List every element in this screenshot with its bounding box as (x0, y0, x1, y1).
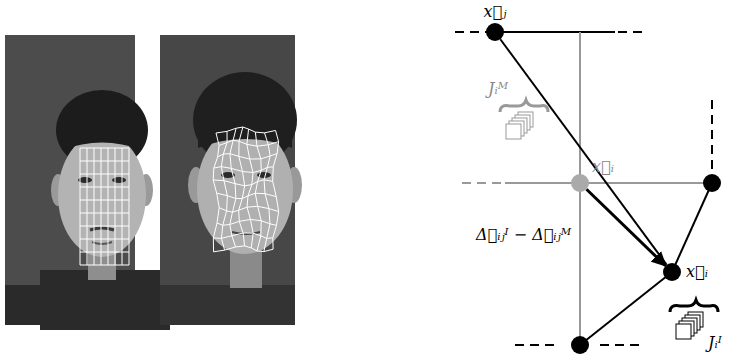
mesh-grid-line (217, 193, 277, 198)
mesh-vertex (703, 174, 721, 192)
rest-edge (505, 182, 712, 184)
mesh-grid-line (216, 127, 276, 133)
mesh-grid-line (221, 131, 227, 250)
jet-stack (506, 112, 533, 139)
mesh-edge (580, 272, 672, 345)
mesh-grid-line (218, 154, 277, 160)
mesh-grid (80, 148, 129, 265)
vertex-label: x⃗ⱼ (484, 3, 507, 21)
mesh-diagram (455, 32, 721, 354)
mesh-edge (672, 183, 712, 272)
brace (500, 100, 548, 112)
mesh-vertex (571, 336, 589, 354)
mesh-vertex: x⃗ⱼ (486, 23, 504, 41)
vertex-label: x⃗ᵢ (686, 263, 708, 281)
mesh-grid (213, 127, 279, 252)
jet-label: Jᵢᴹ (488, 80, 508, 98)
face-photo (160, 35, 302, 325)
mesh-vertex: x⃗ᵢ (571, 174, 589, 192)
mesh-grid-line (214, 167, 273, 173)
mesh-edge (515, 344, 560, 346)
displacement-arrow (586, 189, 665, 265)
rest-edge (462, 182, 505, 184)
mesh-grid-line (213, 180, 273, 186)
mesh-grid-line (217, 219, 276, 225)
mesh-grid-line (264, 133, 270, 252)
mesh-edge (455, 31, 487, 33)
mesh-grid-line (213, 233, 272, 238)
brace (670, 300, 718, 312)
mesh-grid-line (219, 140, 279, 146)
face-photo (5, 35, 170, 330)
mesh-edge (711, 100, 713, 175)
jet-stack (676, 312, 703, 339)
mesh-edge (618, 31, 645, 33)
mesh-edge (600, 344, 645, 346)
mesh-grid-line (239, 127, 245, 246)
mesh-grid-line (273, 130, 279, 249)
vertex-label: x⃗ᵢ (592, 158, 614, 176)
mesh-grid-line (247, 129, 253, 248)
mesh-vertex: x⃗ᵢ (663, 263, 681, 281)
jet-label: Jᵢᴵ (708, 334, 722, 352)
mesh-grid-line (255, 132, 261, 251)
mesh-grid-line (214, 246, 274, 252)
mesh-grid-line (219, 206, 279, 212)
edge-label: Δ⃗ᵢⱼᴵ − Δ⃗ᵢⱼᴹ (474, 226, 573, 244)
mesh-grid-line (230, 128, 236, 247)
mesh-grid-line (213, 133, 219, 252)
mesh-edge (495, 31, 615, 33)
